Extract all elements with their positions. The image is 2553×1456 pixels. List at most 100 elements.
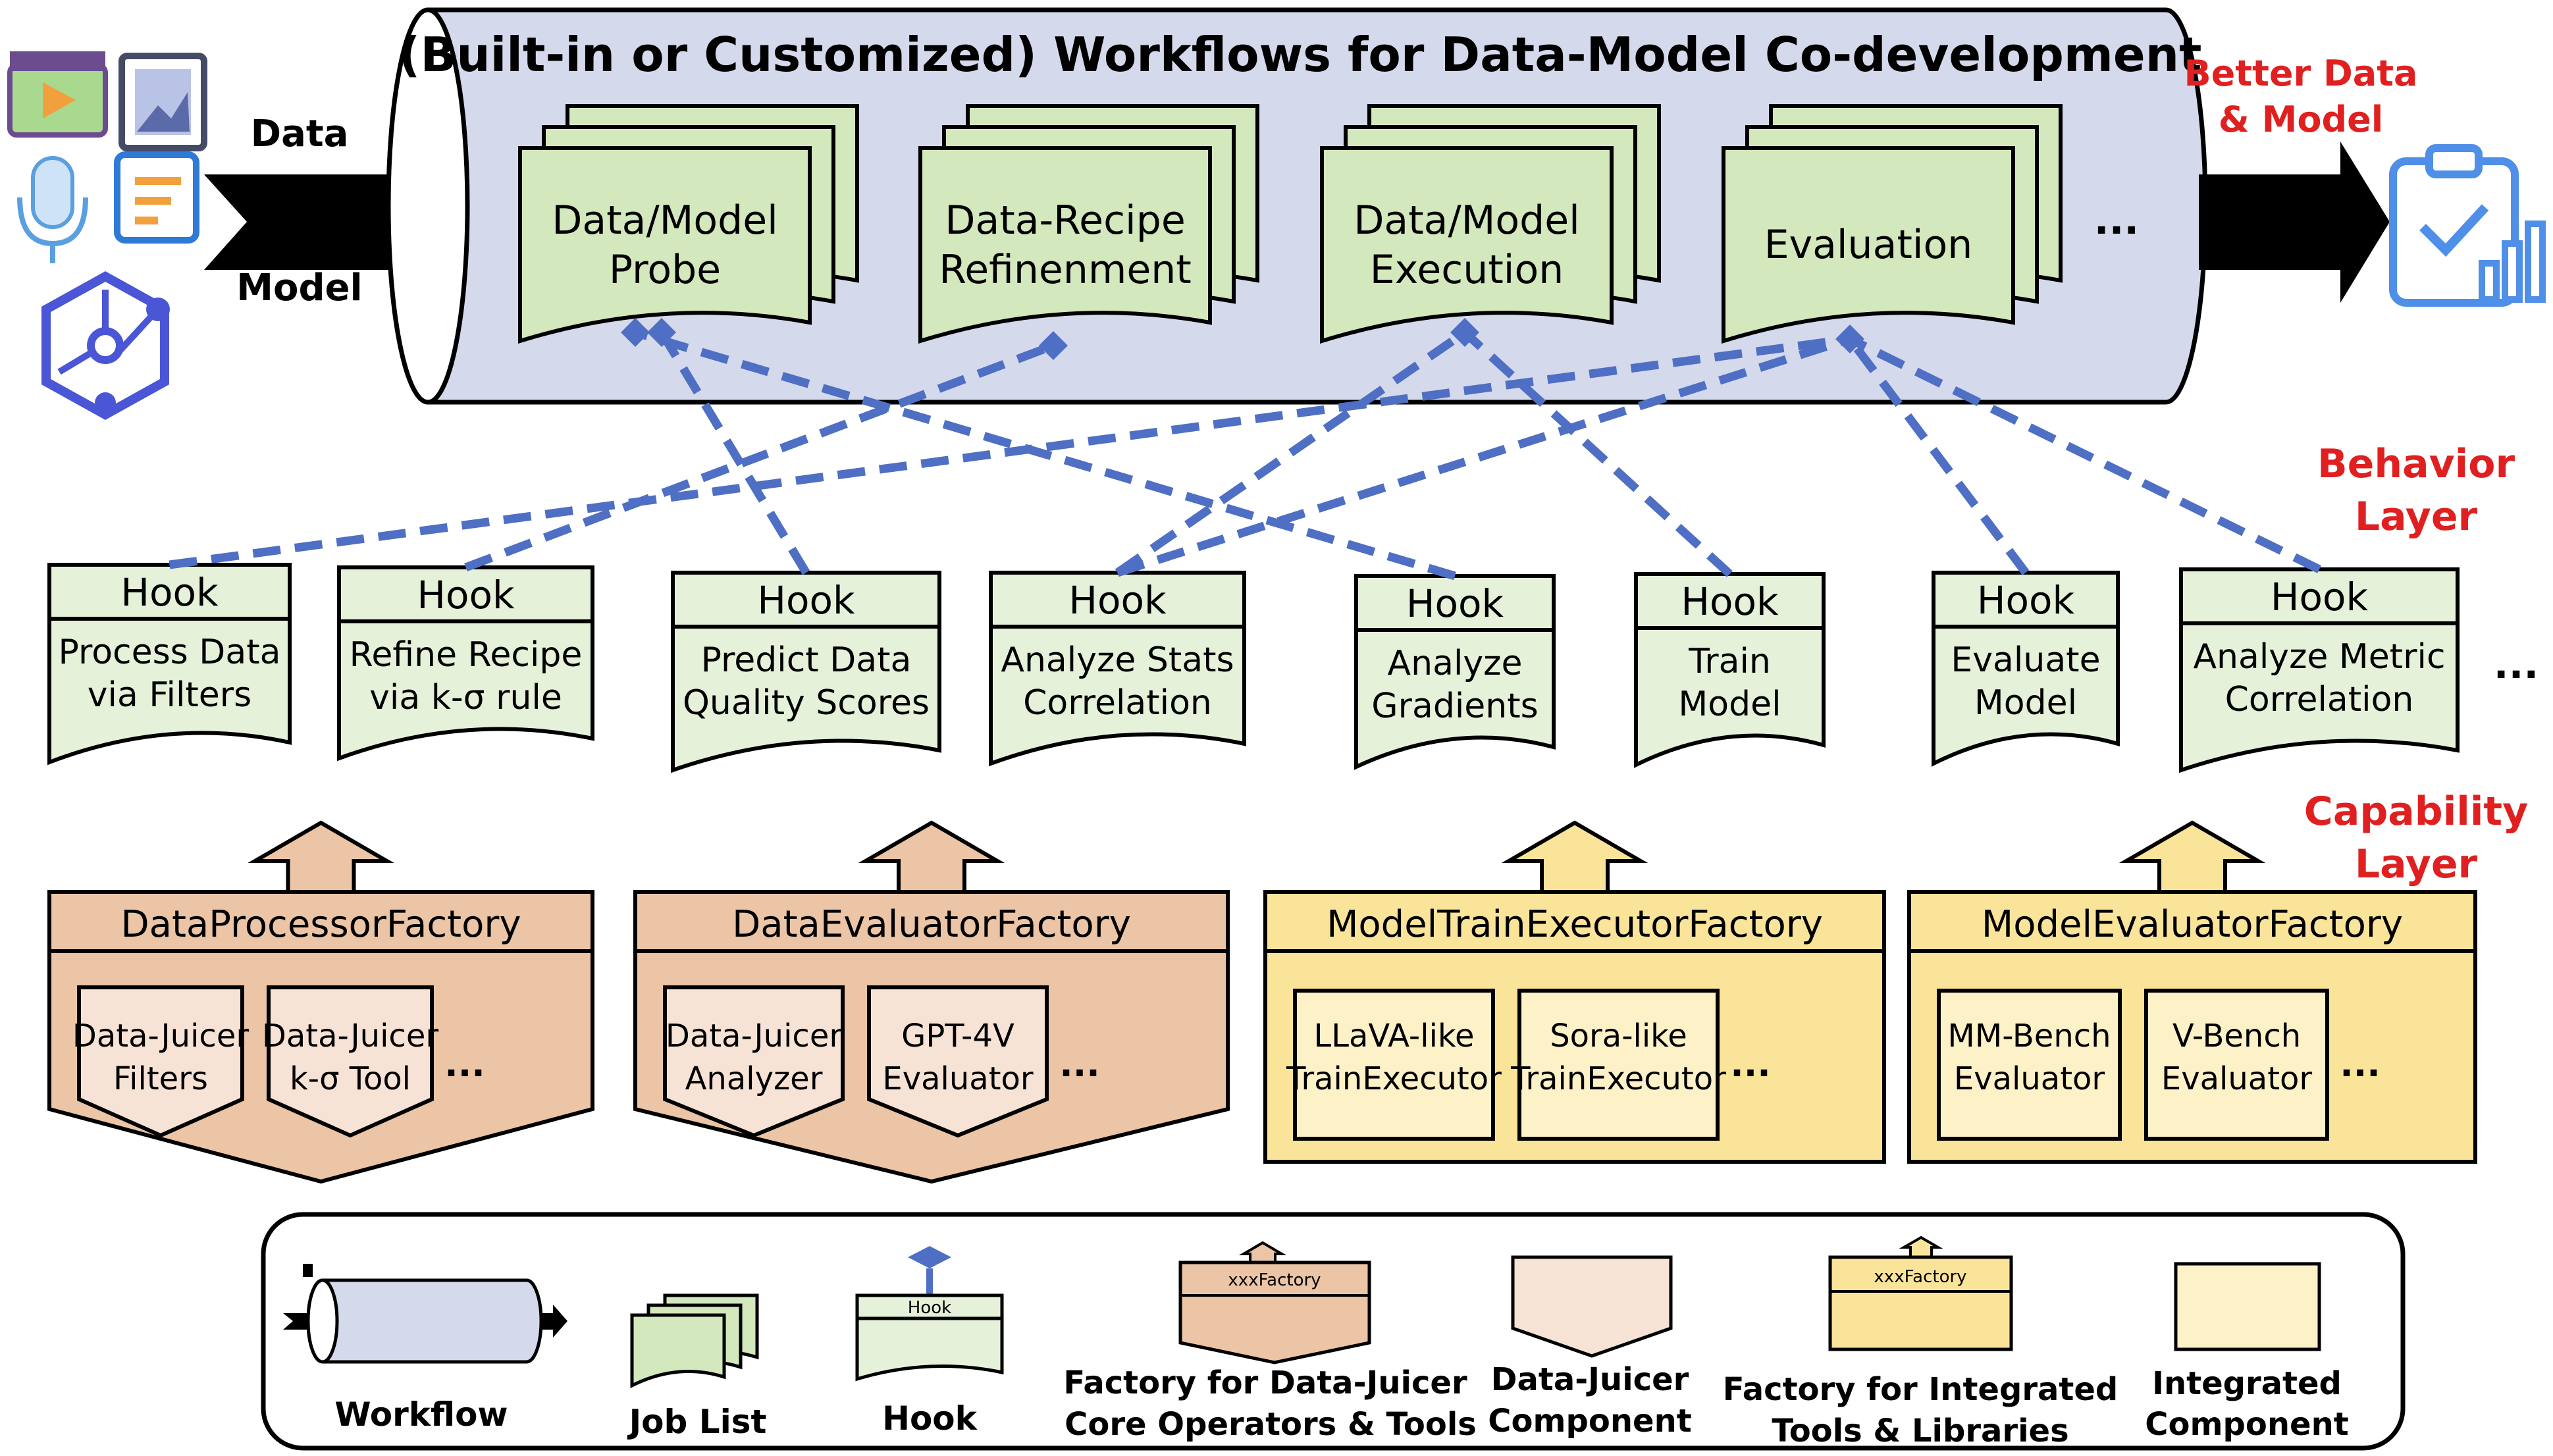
- hook-label-line1: Process Data: [59, 633, 281, 672]
- legend-int-component-label-line1: Integrated: [2152, 1365, 2342, 1402]
- hooks-more: ...: [2494, 642, 2539, 688]
- hook-label-line1: Analyze Metric: [2193, 637, 2445, 677]
- legend-dj-component-icon: [1511, 1255, 1673, 1358]
- hook-title: Hook: [1068, 578, 1167, 623]
- factory-name: ModelEvaluatorFactory: [1982, 903, 2403, 946]
- factory-more: ...: [2340, 1043, 2381, 1085]
- data-input-label: Data: [251, 113, 349, 155]
- component-label-line1: Data-Juicer: [72, 1018, 249, 1054]
- hook-label-line2: Correlation: [1023, 683, 1212, 723]
- hook-label-line1: Analyze: [1388, 644, 1523, 683]
- legend-job-list-label: Job List: [627, 1403, 767, 1441]
- factory-more: ...: [444, 1043, 485, 1085]
- hook-to-workflow-link: [1848, 335, 2321, 573]
- workflow-title-line1: Data/Model: [552, 197, 778, 244]
- hook-to-workflow-link: [1116, 334, 1851, 577]
- hook-label-line2: Quality Scores: [683, 683, 930, 723]
- component-label-line2: Evaluator: [2161, 1060, 2313, 1097]
- capability-layer-label-line1: Capability: [2304, 789, 2528, 835]
- hook-title: Hook: [1681, 579, 1779, 624]
- hook-label-line2: Gradients: [1371, 687, 1538, 726]
- factory-box: ModelTrainExecutorFactoryLLaVA-likeTrain…: [1263, 820, 1886, 1164]
- hook-to-workflow-link: [658, 330, 810, 575]
- component-label-line2: Filters: [113, 1060, 208, 1097]
- legend-int-factory-mini-label: xxxFactory: [1874, 1267, 1966, 1287]
- hook-connector-diamond-icon: [1450, 318, 1479, 347]
- component-label-line1: Data-Juicer: [262, 1018, 438, 1054]
- component-label-line1: MM-Bench: [1947, 1018, 2111, 1054]
- factory-component: Data-Juicer k-σ Tool: [262, 985, 438, 1138]
- component-label-line2: Evaluator: [1954, 1060, 2105, 1097]
- hook-to-workflow-link: [1846, 336, 2030, 575]
- legend-int-factory-label-line2: Tools & Libraries: [1772, 1413, 2068, 1449]
- factory-box: ModelEvaluatorFactoryMM-BenchEvaluatorV-…: [1907, 820, 2477, 1164]
- model-cube-icon: [41, 271, 170, 421]
- audio-icon: [17, 156, 88, 263]
- image-icon: [118, 53, 207, 151]
- legend-int-factory-label-line1: Factory for Integrated: [1723, 1371, 2118, 1408]
- factory-name: ModelTrainExecutorFactory: [1327, 903, 1823, 946]
- legend-dj-factory-mini-label: xxxFactory: [1228, 1270, 1321, 1290]
- component-label-line1: GPT-4V: [901, 1018, 1014, 1054]
- component-label-line1: V-Bench: [2172, 1018, 2301, 1054]
- hook-connector-diamond-icon: [621, 318, 650, 347]
- component-label-line2: Analyzer: [685, 1060, 823, 1097]
- workflow-title-line2: Probe: [609, 247, 721, 293]
- factory-up-arrow: [1501, 820, 1648, 894]
- hook-to-workflow-link: [464, 341, 1055, 572]
- legend-int-component-icon: [2174, 1262, 2321, 1351]
- legend-int-component-label-line2: Component: [2145, 1406, 2348, 1443]
- factory-up-arrow: [248, 820, 394, 894]
- legend-dj-component-label-line1: Data-Juicer: [1491, 1361, 1689, 1398]
- hook-label-line2: Correlation: [2225, 680, 2414, 719]
- hook-label-line1: Refine Recipe: [350, 635, 583, 675]
- factory-name: DataEvaluatorFactory: [732, 903, 1131, 946]
- legend-job-list-icon: [630, 1293, 759, 1389]
- factory-component: GPT-4V Evaluator: [867, 985, 1049, 1138]
- component-label-line2: Evaluator: [882, 1060, 1034, 1097]
- factory-box: DataEvaluatorFactoryData-JuicerAnalyzerG…: [633, 820, 1230, 1184]
- hook-title: Hook: [1406, 581, 1504, 626]
- factory-name: DataProcessorFactory: [121, 903, 521, 946]
- workflow-job-list: Evaluation: [1722, 104, 2063, 344]
- component-label-line1: Sora-like: [1550, 1018, 1687, 1054]
- capability-layer-label-line2: Layer: [2355, 841, 2478, 887]
- workflow-title: (Built-in or Customized) Workflows for D…: [399, 27, 2202, 82]
- workflow-more: ...: [2094, 197, 2139, 244]
- legend-hook-icon: [855, 1246, 1004, 1382]
- legend-dj-factory-icon: [1178, 1241, 1371, 1365]
- hook-label-line1: Analyze Stats: [1001, 640, 1234, 680]
- hook-to-workflow-link: [169, 334, 1851, 569]
- hook-label-line1: Predict Data: [701, 640, 912, 680]
- component-label-line1: LLaVA-like: [1313, 1018, 1474, 1054]
- behavior-layer-label-line2: Layer: [2355, 494, 2478, 540]
- workflow-title-line1: Data/Model: [1354, 197, 1580, 244]
- clipboard-chart-icon: [2389, 144, 2546, 307]
- legend-dj-factory-label-line1: Factory for Data-Juicer: [1063, 1365, 1467, 1401]
- component-label-line2: k-σ Tool: [290, 1060, 411, 1097]
- legend-int-factory-icon: [1828, 1235, 2013, 1351]
- hook-label-line1: Train: [1688, 642, 1771, 681]
- document-icon: [114, 151, 199, 244]
- output-label-line2: & Model: [2219, 99, 2384, 140]
- behavior-layer-label-line1: Behavior: [2317, 441, 2515, 487]
- hook-label-line2: Model: [1974, 683, 2077, 723]
- hook-to-workflow-link: [634, 328, 1456, 581]
- legend-hook-label: Hook: [882, 1399, 978, 1438]
- hook-label-line2: Model: [1678, 685, 1781, 724]
